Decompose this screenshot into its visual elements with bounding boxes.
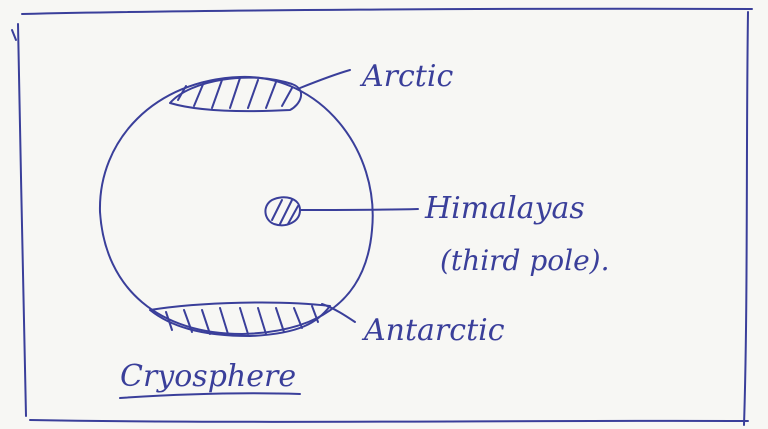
himalayas-marker [265,197,300,225]
diagram-title: Cryosphere [120,359,296,394]
globe [100,77,373,334]
antarctic-cap [150,303,330,336]
label-third-pole: (third pole). [440,244,610,277]
leader-lines [300,70,418,322]
label-arctic: Arctic [359,59,453,94]
label-himalayas: Himalayas [424,191,585,226]
label-antarctic: Antarctic [361,313,505,348]
